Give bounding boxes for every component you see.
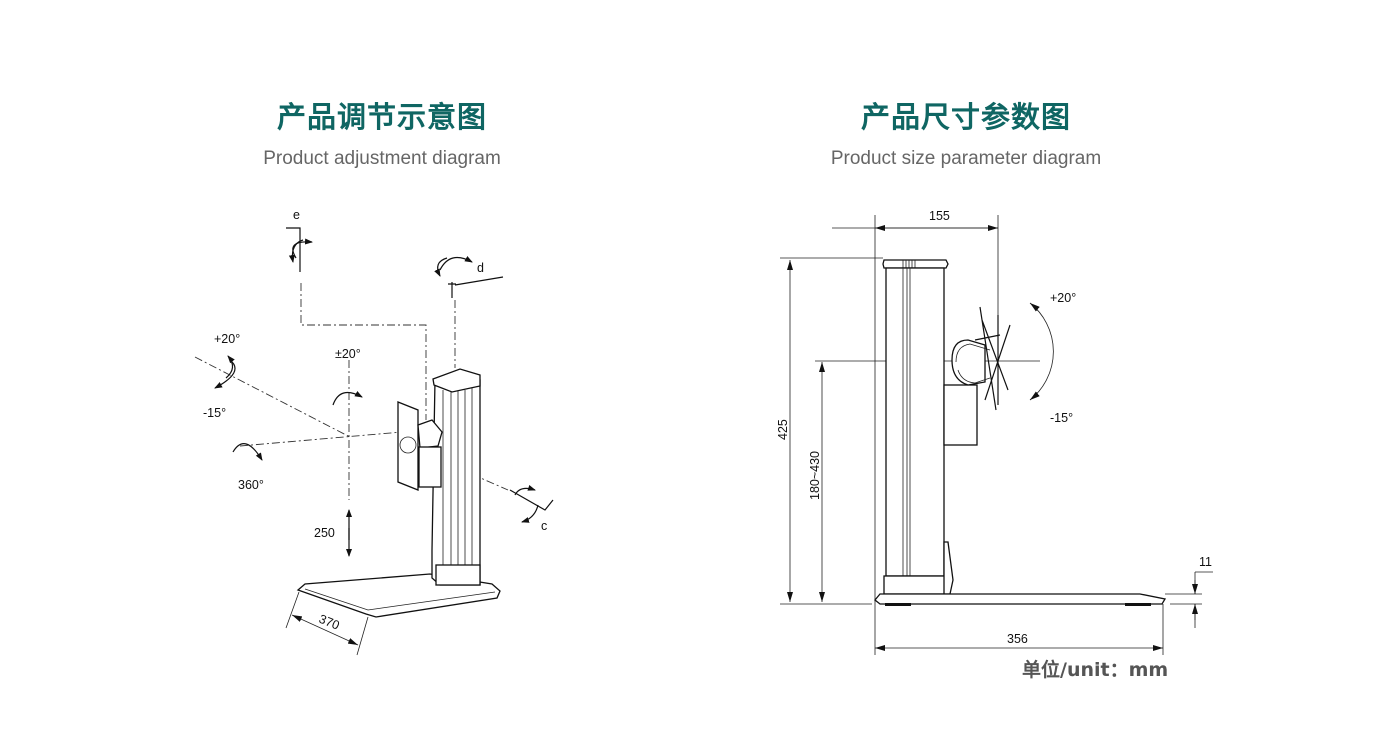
right-title: 产品尺寸参数图: [860, 100, 1071, 134]
label-base-depth: 370: [317, 612, 342, 633]
rotation-arrows: [214, 355, 363, 557]
adjustment-diagram: e d c +20° -15° ±20° 360° 250 370: [194, 208, 554, 656]
label-rotate: 360°: [238, 478, 264, 492]
label-key-d: d: [477, 261, 484, 275]
base-side: [874, 593, 1167, 606]
dimension-370: [285, 591, 369, 656]
size-diagram: 155 425 180~430 +20° -15° 11 356: [776, 209, 1213, 655]
right-subtitle: Product size parameter diagram: [830, 148, 1102, 169]
label-tilt-up: +20°: [1050, 291, 1076, 305]
hex-key-e-icon: [286, 227, 313, 272]
label-offset: 155: [929, 209, 950, 223]
tilt-arc-arrow: [1029, 302, 1054, 401]
label-swivel: ±20°: [335, 347, 361, 361]
label-height-travel: 250: [314, 526, 335, 540]
hex-key-d-icon: [434, 256, 504, 298]
mount-side: [943, 306, 1011, 446]
label-tilt-down: -15°: [1050, 411, 1073, 425]
dimension-lines: [780, 215, 1213, 655]
vesa-mount: [397, 401, 443, 491]
label-base-thickness: 11: [1199, 555, 1212, 569]
label-mount-height: 180~430: [808, 451, 822, 500]
label-key-c: c: [541, 519, 547, 533]
label-tilt-up: +20°: [214, 332, 240, 346]
unit-note: 单位/unit：mm: [1022, 659, 1169, 681]
left-subtitle: Product adjustment diagram: [263, 148, 501, 169]
label-base-length: 356: [1007, 632, 1028, 646]
label-key-e: e: [293, 208, 300, 222]
label-total-height: 425: [776, 419, 790, 440]
hex-key-c-icon: [509, 484, 554, 523]
column-side: [882, 259, 954, 595]
label-tilt-down: -15°: [203, 406, 226, 420]
stand-column: [431, 368, 481, 586]
left-title: 产品调节示意图: [276, 100, 487, 134]
